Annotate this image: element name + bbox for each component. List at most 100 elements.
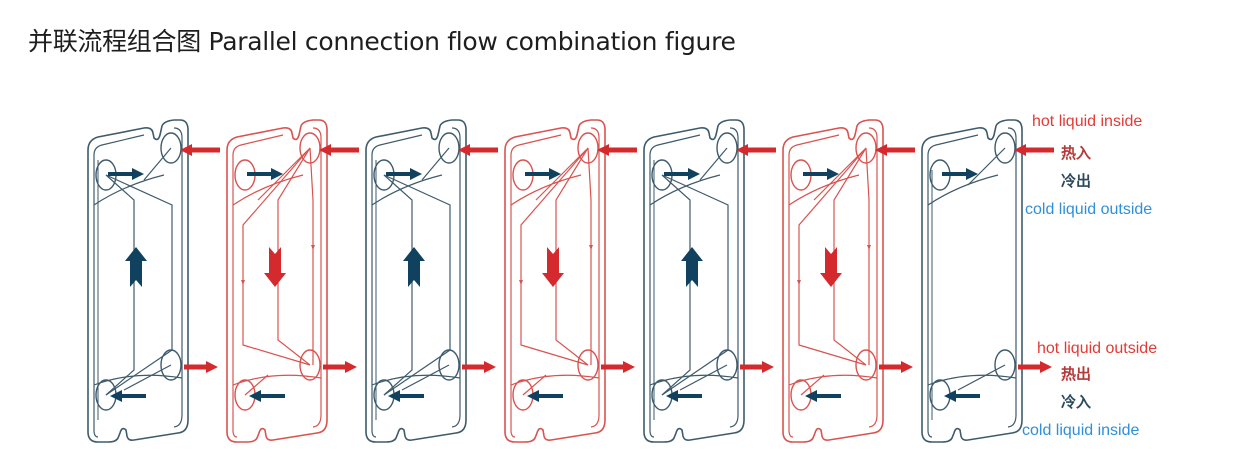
flow-channel-right — [105, 174, 173, 396]
cold-out-arrow-top — [247, 168, 283, 180]
cold-in-arrow-bottom — [249, 390, 285, 402]
arrow-head — [206, 361, 218, 373]
gasket-bottom-arc — [93, 374, 183, 386]
small-flow-marker — [241, 280, 245, 285]
hot-flow-down-arrow — [820, 247, 842, 287]
flow-channel-top — [813, 149, 865, 201]
hot-out-arrow-6 — [879, 361, 913, 373]
plate-inner-outline — [93, 127, 183, 438]
flow-channel-center — [661, 174, 691, 396]
gasket-bottom-arc — [510, 374, 600, 386]
flow-channel-top — [967, 147, 1006, 186]
label-hot-liquid-outside: hot liquid outside — [1037, 340, 1158, 357]
flow-channel-top — [699, 147, 728, 181]
plate-1-cold — [87, 119, 189, 443]
hot-out-arrow-5 — [740, 361, 774, 373]
arrow-head — [736, 144, 748, 156]
arrow-head — [110, 390, 122, 402]
hot-out-arrow-3 — [462, 361, 496, 373]
plate-5-cold — [643, 119, 745, 443]
hot-out-arrow-1 — [184, 361, 218, 373]
flow-channel-top — [143, 147, 172, 181]
label-hot-liquid-inside: hot liquid inside — [1032, 113, 1143, 130]
plate-outline — [504, 119, 606, 443]
port-bottom-right — [994, 349, 1016, 381]
cold-flow-up-arrow — [403, 247, 425, 287]
gasket-top-arc — [371, 174, 443, 206]
cold-in-arrow-bottom — [805, 390, 841, 402]
arrow-head — [597, 144, 609, 156]
port-top-right — [855, 132, 877, 164]
arrow-head — [901, 361, 913, 373]
small-flow-marker — [797, 280, 801, 285]
cold-in-arrow-bottom — [110, 390, 146, 402]
plate-7-end — [921, 119, 1023, 443]
flow-direction-arrow-head — [820, 247, 842, 287]
cold-out-arrow-top — [664, 168, 700, 180]
flow-direction-arrow-head — [681, 247, 703, 287]
cold-out-arrow-top — [386, 168, 422, 180]
arrow-head — [666, 390, 678, 402]
hot-out-arrow-2 — [323, 361, 357, 373]
cold-in-arrow-bottom — [666, 390, 702, 402]
cold-flow-up-arrow — [125, 247, 147, 287]
arrow-head — [762, 361, 774, 373]
flow-channel-right — [661, 174, 729, 396]
hot-in-arrow-7 — [1014, 144, 1054, 156]
arrow-head — [458, 144, 470, 156]
gasket-top-arc — [510, 174, 582, 206]
port-top-right — [577, 132, 599, 164]
label-cold-out-cn: 冷出 — [1061, 172, 1092, 190]
port-bottom-right — [855, 349, 877, 381]
plate-outline — [87, 119, 189, 443]
hot-in-arrow-2 — [319, 144, 359, 156]
plate-outline — [643, 119, 745, 443]
plate-outline — [921, 119, 1023, 443]
port-top-right — [716, 132, 738, 164]
flow-channel-bottom — [957, 364, 1006, 391]
arrow-head — [319, 144, 331, 156]
flow-channel-right — [865, 147, 870, 365]
cold-flow-up-arrow — [681, 247, 703, 287]
plate-6-hot — [782, 119, 884, 443]
port-top-right — [994, 132, 1016, 164]
cold-out-arrow-top — [803, 168, 839, 180]
label-hot-out-cn: 热出 — [1061, 365, 1092, 383]
cold-out-arrow-top — [942, 168, 978, 180]
hot-out-arrow-4 — [601, 361, 635, 373]
arrow-head — [180, 144, 192, 156]
arrow-head — [827, 168, 839, 180]
gasket-bottom-arc — [649, 374, 739, 386]
flow-channel-top — [421, 147, 450, 181]
flow-channel-center — [105, 174, 135, 396]
arrow-head — [410, 168, 422, 180]
small-flow-marker — [589, 245, 593, 250]
gasket-bottom-arc — [232, 374, 322, 386]
arrow-head — [688, 168, 700, 180]
arrow-head — [249, 390, 261, 402]
port-bottom-right — [577, 349, 599, 381]
plate-3-cold — [365, 119, 467, 443]
flow-channel-bottom — [522, 374, 547, 396]
flow-channel-top — [535, 149, 587, 201]
arrow-head — [875, 144, 887, 156]
arrow-head — [527, 390, 539, 402]
flow-channel-top — [257, 149, 309, 201]
gasket-top-arc — [649, 174, 721, 206]
plate-inner-outline — [232, 127, 322, 438]
plates-layer — [87, 119, 1023, 443]
gasket-bottom-arc — [927, 374, 1017, 386]
gasket-top-arc — [232, 174, 304, 206]
hot-flow-down-arrow — [542, 247, 564, 287]
plate-4-hot — [504, 119, 606, 443]
cold-out-arrow-top — [525, 168, 561, 180]
cold-in-arrow-bottom — [527, 390, 563, 402]
hot-in-arrow-1 — [180, 144, 220, 156]
hot-in-arrow-4 — [597, 144, 637, 156]
plate-inner-outline — [649, 127, 739, 438]
plate-outline — [365, 119, 467, 443]
flow-channel-center — [383, 174, 413, 396]
flow-channel-right — [383, 174, 451, 396]
flow-channel-bottom — [244, 374, 269, 396]
arrow-head — [132, 168, 144, 180]
